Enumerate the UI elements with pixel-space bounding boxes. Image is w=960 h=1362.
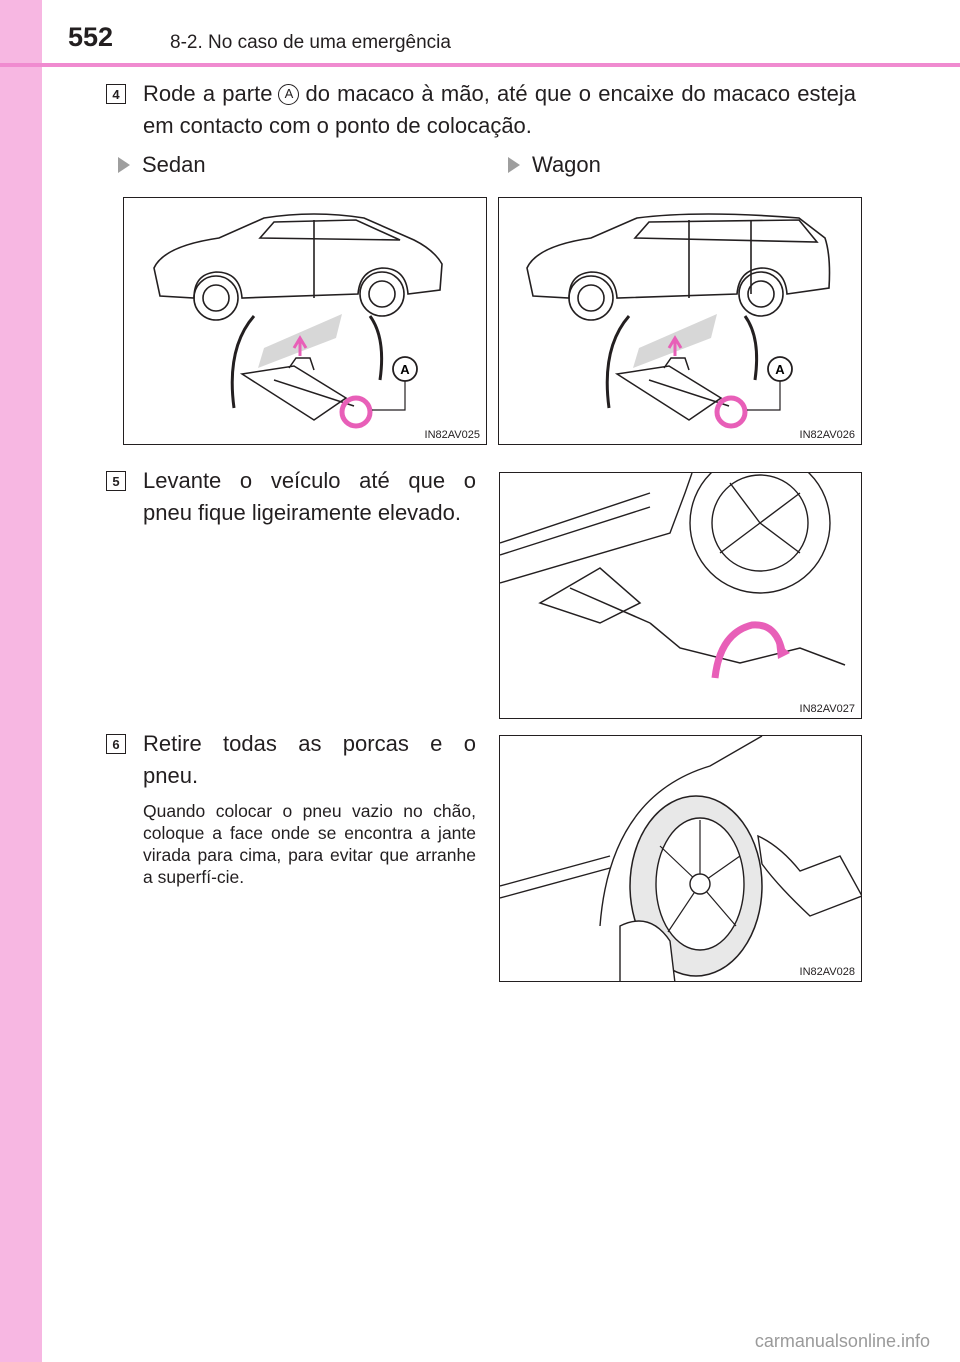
remove-tire-drawing bbox=[500, 736, 861, 981]
figure-2-code: IN82AV026 bbox=[799, 429, 855, 441]
side-tab bbox=[0, 0, 42, 1362]
section-title: 8-2. No caso de uma emergência bbox=[170, 32, 451, 53]
variant-sedan: Sedan bbox=[118, 152, 206, 178]
sedan-jack-drawing: A bbox=[153, 213, 443, 429]
wagon-jack-drawing: A bbox=[526, 213, 831, 429]
variant-wagon: Wagon bbox=[508, 152, 601, 178]
figure-4-code: IN82AV028 bbox=[799, 966, 855, 978]
step-5-line-1: Levante o veículo até que o bbox=[143, 468, 476, 493]
watermark: carmanualsonline.info bbox=[754, 1331, 930, 1351]
figure-1-code: IN82AV025 bbox=[424, 429, 480, 441]
illustration-remove-tire: IN82AV028 bbox=[499, 735, 862, 982]
step-6-line-1: Retire todas as porcas e o bbox=[143, 731, 476, 756]
step-number-5: 5 bbox=[106, 471, 126, 491]
variant-sedan-label: Sedan bbox=[142, 152, 206, 177]
illustration-sedan-jack: A IN82AV025 bbox=[123, 197, 487, 445]
triangle-bullet-icon bbox=[508, 157, 520, 173]
figure-2-label: A bbox=[775, 362, 785, 377]
figure-1-label: A bbox=[400, 362, 410, 377]
step-number-6: 6 bbox=[106, 734, 126, 754]
step-6-note: Quando colocar o pneu vazio no chão, col… bbox=[143, 801, 476, 887]
part-a-marker: A bbox=[278, 83, 300, 105]
step-5-line-2: pneu fique ligeiramente elevado. bbox=[143, 500, 462, 525]
step-6-line-2: pneu. bbox=[143, 763, 199, 788]
illustration-wagon-jack: A IN82AV026 bbox=[498, 197, 862, 445]
step-4-text-b: do macaco à mão, até que o encaixe do ma… bbox=[143, 81, 856, 138]
header-rule bbox=[0, 63, 960, 67]
page-number: 552 bbox=[68, 22, 114, 52]
step-number-4: 4 bbox=[106, 84, 126, 104]
variant-wagon-label: Wagon bbox=[532, 152, 601, 177]
step-4-text-a: Rode a parte bbox=[143, 81, 273, 106]
illustration-raise-vehicle: IN82AV027 bbox=[499, 472, 862, 719]
figure-3-code: IN82AV027 bbox=[799, 703, 855, 715]
triangle-bullet-icon bbox=[118, 157, 130, 173]
raise-vehicle-drawing bbox=[500, 473, 846, 679]
